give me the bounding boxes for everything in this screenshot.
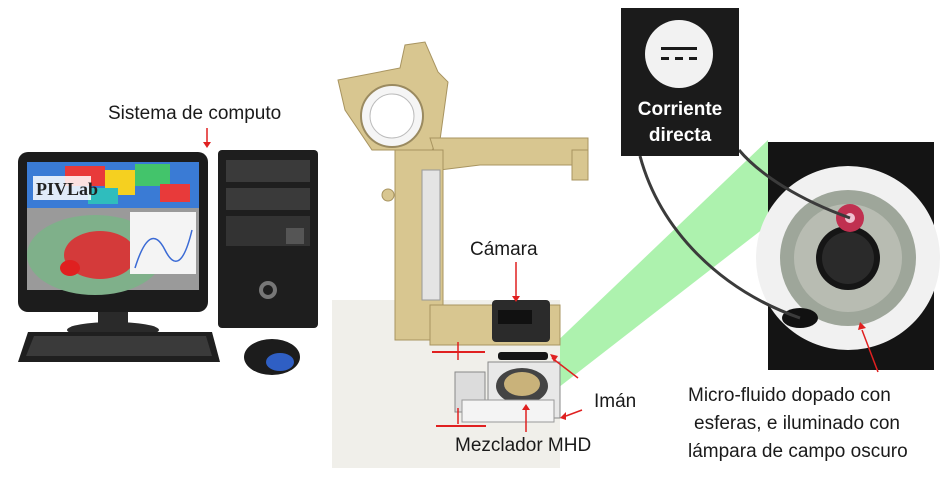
microfluid-label-line2: esferas, e iluminado con	[694, 413, 900, 434]
wire-negative	[638, 155, 801, 320]
wire-positive	[737, 149, 851, 220]
magnet	[498, 352, 548, 360]
microfluid-label-line3: lámpara de campo oscuro	[688, 441, 908, 462]
microscope-illustration	[332, 41, 589, 468]
microscope-arm	[429, 137, 589, 171]
computer-label: Sistema de computo	[108, 103, 282, 124]
computer-illustration: PIVLab	[18, 150, 318, 375]
camera-label: Cámara	[470, 239, 538, 260]
dc-label-line2: directa	[648, 125, 712, 146]
annotation-arrows	[203, 128, 879, 432]
dc-source-box: Corriente directa	[621, 8, 739, 156]
monitor-logo-plate	[33, 176, 91, 200]
magnet-label: Imán	[594, 391, 637, 412]
monitor-logo: PIVLab	[36, 179, 98, 199]
microfluid-label-line1: Micro-fluido dopado con	[688, 385, 891, 406]
zoom-photo	[756, 142, 940, 370]
light-beam	[545, 140, 768, 398]
mixer-label: Mezclador MHD	[455, 435, 592, 456]
dc-symbol-icon	[645, 20, 713, 88]
dc-label-line1: Corriente	[637, 99, 723, 120]
